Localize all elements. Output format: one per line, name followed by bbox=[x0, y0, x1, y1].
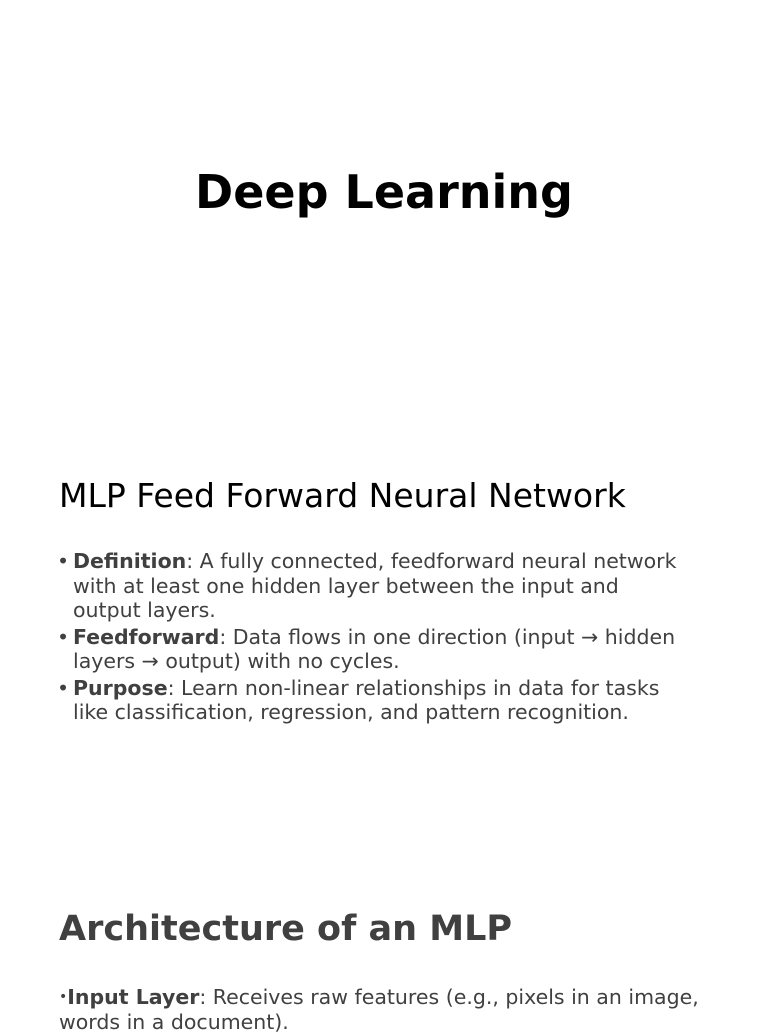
bullet-icon: • bbox=[57, 549, 70, 573]
bullet-item-feedforward: • Feedforward: Data flows in one directi… bbox=[57, 625, 677, 674]
bullet-item-definition: • Definition: A fully connected, feedfor… bbox=[57, 549, 677, 623]
bullet-term: Feedforward bbox=[73, 624, 220, 649]
bullet-text: : Learn non-linear relationships in data… bbox=[73, 675, 660, 725]
section-heading-architecture: Architecture of an MLP bbox=[59, 909, 513, 949]
architecture-bullet-list: •Input Layer: Receives raw features (e.g… bbox=[59, 985, 699, 1035]
bullet-item-input-layer: •Input Layer: Receives raw features (e.g… bbox=[59, 985, 699, 1035]
bullet-item-purpose: • Purpose: Learn non-linear relationship… bbox=[57, 676, 677, 725]
bullet-icon: • bbox=[57, 624, 70, 649]
bullet-term: Input Layer bbox=[67, 985, 200, 1009]
bullet-icon: • bbox=[59, 989, 68, 1005]
section-heading-mlp: MLP Feed Forward Neural Network bbox=[59, 476, 626, 515]
mlp-bullet-list: • Definition: A fully connected, feedfor… bbox=[57, 549, 677, 727]
slide-title: Deep Learning bbox=[195, 165, 573, 219]
bullet-text: : Data flows in one direction (input → h… bbox=[73, 624, 676, 674]
bullet-icon: • bbox=[57, 675, 70, 700]
bullet-term: Definition bbox=[73, 549, 187, 573]
bullet-term: Purpose bbox=[73, 675, 168, 700]
bullet-text: : A fully connected, feedforward neural … bbox=[73, 549, 677, 622]
